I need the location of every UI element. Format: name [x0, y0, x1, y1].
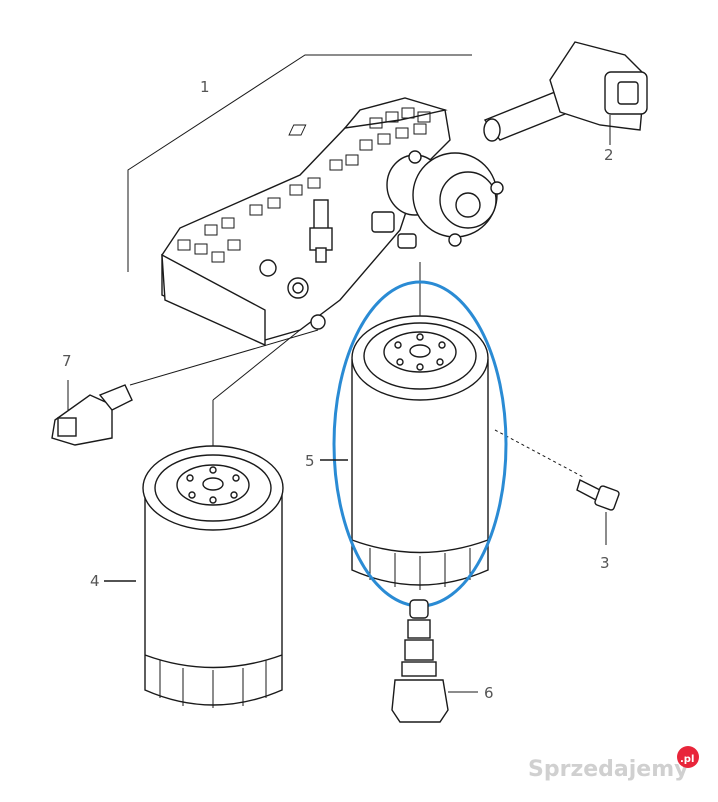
callout-3-label: 3: [600, 554, 610, 572]
watermark-badge-icon: [677, 746, 699, 768]
part-6-drain-valve: [391, 599, 478, 723]
part-7-temperature-sensor: [51, 329, 319, 446]
callout-7-label: 7: [62, 352, 72, 370]
part-5-fuel-filter: [351, 315, 489, 590]
callout-1-leader: [127, 54, 472, 272]
callout-5-label: 5: [305, 452, 315, 470]
part-4-fuel-filter: [142, 445, 284, 708]
watermark-logo: Sprzedajemy .pl: [528, 746, 699, 782]
filter-head-housing: [161, 97, 504, 347]
watermark-text: Sprzedajemy: [528, 757, 689, 782]
part-2-sensor-connector: [483, 41, 648, 145]
callout-2-label: 2: [604, 146, 614, 164]
callout-1-label: 1: [200, 78, 210, 96]
part-3-axis-line: [494, 429, 586, 479]
part-3-bolt: [576, 479, 620, 545]
watermark-badge-text: .pl: [680, 754, 694, 765]
housing-grid-ribs: [177, 107, 431, 263]
part-4-axis-top: [212, 329, 301, 401]
callout-4-label: 4: [90, 572, 100, 590]
callout-6-label: 6: [484, 684, 494, 702]
